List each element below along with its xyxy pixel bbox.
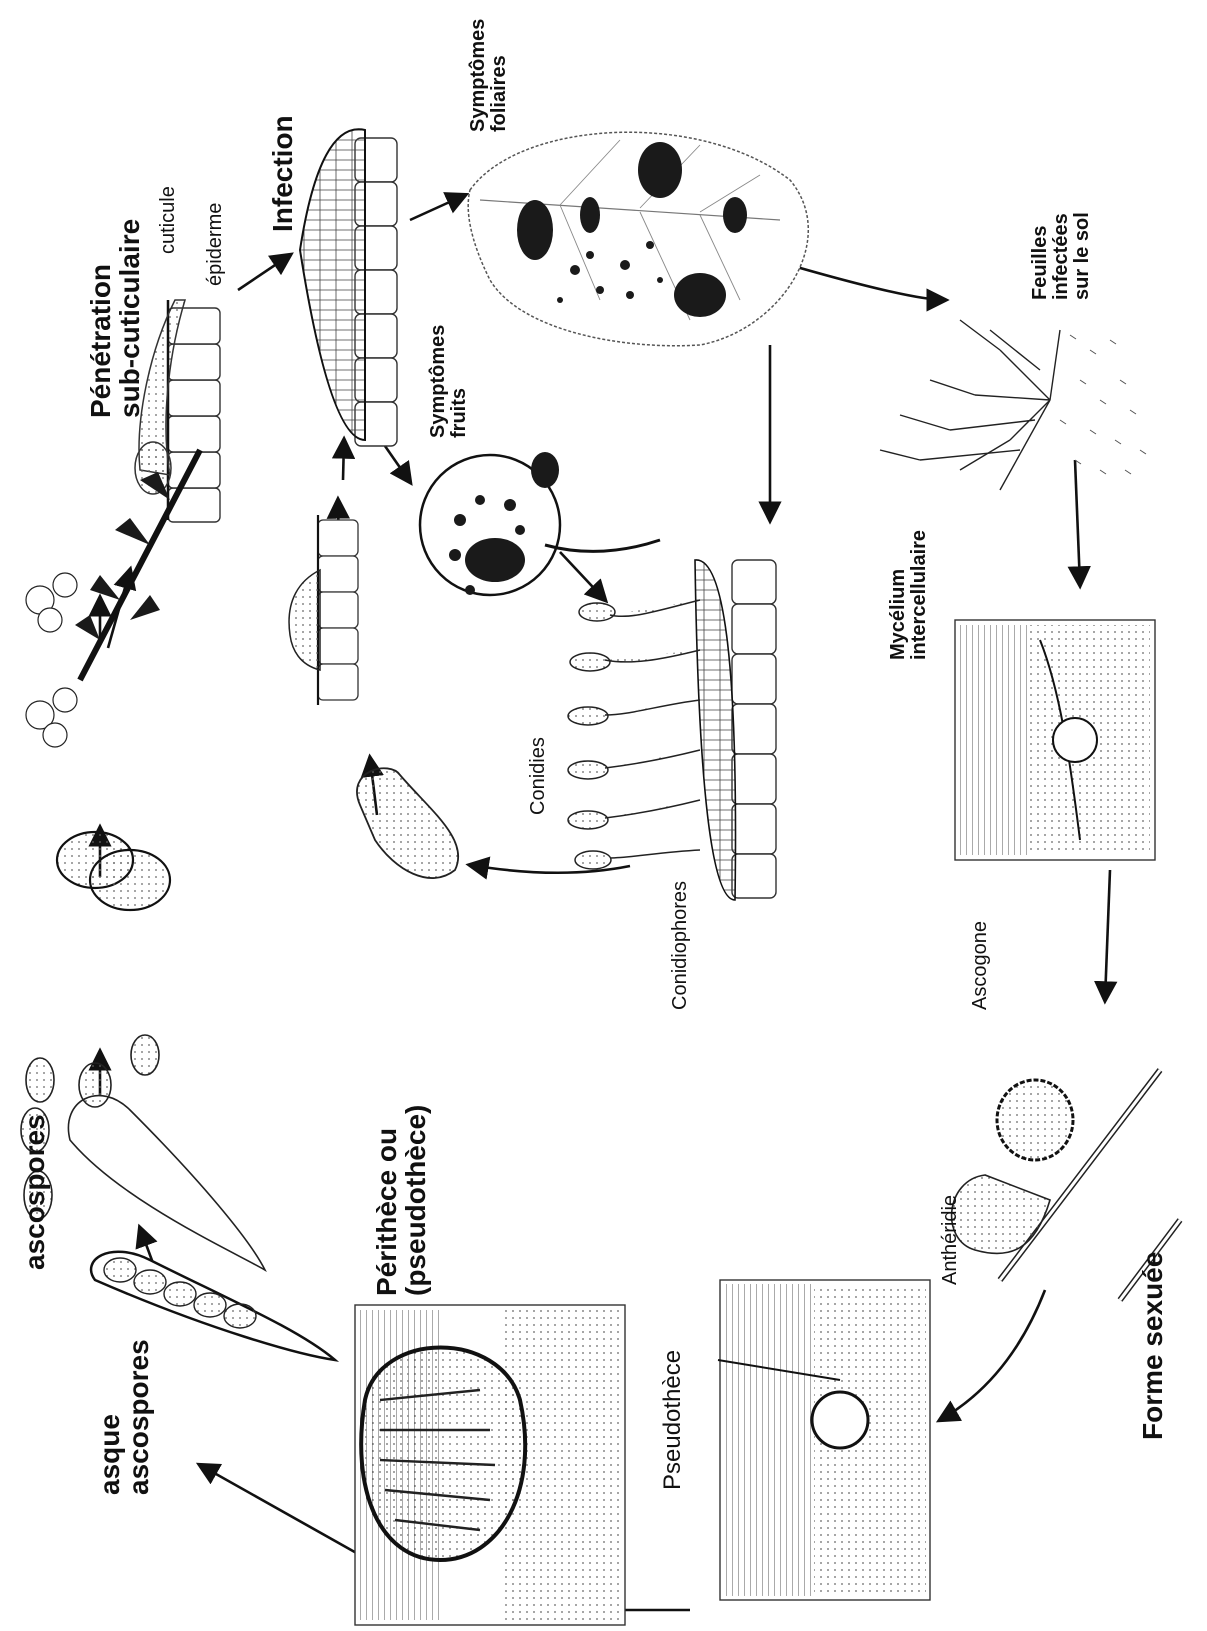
- label-penetration-line2: sub-cuticulaire: [115, 219, 144, 418]
- label-mycelium: Mycélium intercellulaire: [888, 530, 930, 660]
- label-ascogone: Ascogone: [970, 921, 991, 1010]
- label-penetration: Pénétration sub-cuticulaire: [86, 219, 145, 418]
- label-antheridie: Anthéridie: [940, 1195, 961, 1285]
- pseudothecium-section-illustration: [718, 1280, 930, 1600]
- label-symptomes-foliaires-line1: Symptômes: [468, 19, 489, 132]
- label-asque-ascospores: asque ascospores: [95, 1339, 154, 1495]
- label-feuilles-line1: Feuilles: [1030, 212, 1051, 300]
- label-perithece: Périthèce ou (pseudothèce): [372, 1105, 431, 1296]
- apple-blossom-twig-illustration: [26, 450, 200, 747]
- label-epiderme: épiderme: [205, 203, 226, 286]
- label-mycelium-line1: Mycélium: [888, 530, 909, 660]
- leaf-symptoms-illustration: [468, 132, 808, 346]
- germinating-ascospore-illustration: [57, 832, 170, 910]
- label-cuticule: cuticule: [158, 186, 179, 254]
- label-asque-line1: asque: [95, 1339, 124, 1495]
- label-perithece-line2: (pseudothèce): [401, 1105, 430, 1296]
- label-symptomes-foliaires: Symptômes foliaires: [468, 19, 510, 132]
- intercellular-mycelium-illustration: [955, 620, 1155, 860]
- conidiophores-illustration: [568, 560, 776, 900]
- label-infection: Infection: [268, 115, 297, 232]
- label-feuilles-line3: sur le sol: [1072, 212, 1093, 300]
- label-penetration-line1: Pénétration: [86, 219, 115, 418]
- label-pseudotheque: Pseudothèce: [660, 1350, 685, 1490]
- label-feuilles-line2: infectées: [1051, 212, 1072, 300]
- label-perithece-line1: Périthèce ou: [372, 1105, 401, 1296]
- perithecium-section-illustration: [355, 1305, 625, 1625]
- label-conidiophores: Conidiophores: [670, 881, 691, 1010]
- label-symptomes-foliaires-line2: foliaires: [489, 19, 510, 132]
- label-ascospores: ascospores: [20, 1114, 49, 1270]
- label-forme-sexuee: Forme sexuée: [1138, 1252, 1167, 1440]
- label-symptomes-fruits-line2: fruits: [449, 325, 470, 438]
- infected-leaves-ground-illustration: [880, 320, 1146, 490]
- fruit-symptoms-illustration: [420, 452, 660, 595]
- label-mycelium-line2: intercellulaire: [909, 530, 930, 660]
- label-symptomes-fruits-line1: Symptômes: [428, 325, 449, 438]
- infection-illustration: [300, 129, 397, 446]
- label-symptomes-fruits: Symptômes fruits: [428, 325, 470, 438]
- conidium-germination-illustration: [289, 515, 458, 878]
- label-conidies: Conidies: [528, 737, 549, 815]
- label-asque-line2: ascospores: [124, 1339, 153, 1495]
- label-feuilles-infectees: Feuilles infectées sur le sol: [1030, 212, 1093, 300]
